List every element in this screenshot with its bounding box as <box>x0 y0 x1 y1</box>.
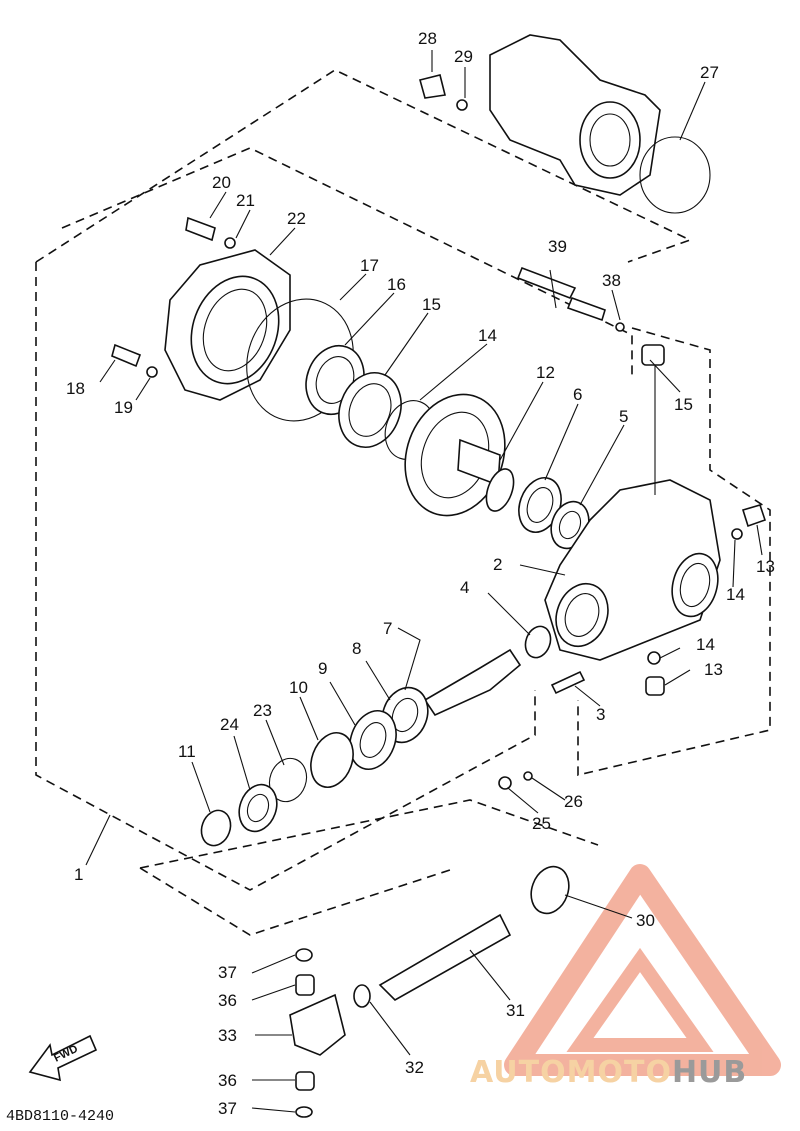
svg-text:AUTOMOTOHUB: AUTOMOTOHUB <box>470 1055 747 1090</box>
part-label-26: 24 <box>220 715 239 734</box>
assembly-boundary-lines <box>35 69 771 936</box>
part-label-19: 17 <box>360 256 379 275</box>
part-number-labels: 28 29 27 20 21 22 39 17 38 16 15 14 12 1… <box>66 29 775 1118</box>
part-label-34: 32 <box>405 1058 424 1077</box>
part-label-27: 25 <box>532 814 551 833</box>
part-label-12: 12 <box>536 363 555 382</box>
part-label-14a: 14 <box>726 585 745 604</box>
part-label-16: 14 <box>478 326 497 345</box>
part-label-30: 28 <box>418 29 437 48</box>
part-label-9: 9 <box>318 659 327 678</box>
part-label-2: 2 <box>493 555 502 574</box>
part-label-3: 3 <box>596 705 605 724</box>
watermark-text-hub: HUB <box>672 1055 747 1090</box>
leader-lines <box>85 50 763 1113</box>
bearing-and-seal-set <box>246 298 436 460</box>
part-label-10: 10 <box>289 678 308 697</box>
part-label-38: 38 <box>602 271 621 290</box>
fwd-direction-arrow: FWD <box>28 1034 98 1082</box>
drawing-code: 4BD8110-4240 <box>6 1108 114 1125</box>
watermark-logo <box>504 864 781 1076</box>
part-label-11: 11 <box>178 742 196 761</box>
part-label-13b: 13 <box>704 660 723 679</box>
part-label-18: 16 <box>387 275 406 294</box>
small-fittings <box>516 266 767 696</box>
part-label-4: 4 <box>460 578 469 597</box>
part-label-36a: 36 <box>218 991 237 1010</box>
part-label-37a: 37 <box>218 963 237 982</box>
part-label-17: 15 <box>422 295 441 314</box>
watermark-text: AUTOMOTOHUB <box>470 1055 747 1090</box>
part-label-31: 29 <box>454 47 473 66</box>
part-label-39: 39 <box>548 237 567 256</box>
part-label-37b: 37 <box>218 1099 237 1118</box>
part-label-29: 27 <box>700 63 719 82</box>
part-label-24: 22 <box>287 209 306 228</box>
part-label-21: 19 <box>114 398 133 417</box>
part-label-5: 5 <box>619 407 628 426</box>
part-label-32: 30 <box>636 911 655 930</box>
part-label-15: 15 <box>674 395 693 414</box>
part-label-22: 20 <box>212 173 231 192</box>
gear-case-cover <box>111 216 291 401</box>
part-label-8: 8 <box>352 639 361 658</box>
part-label-14b: 14 <box>696 635 715 654</box>
part-label-1: 1 <box>74 865 83 884</box>
final-gear-case <box>544 344 721 661</box>
part-label-20: 18 <box>66 379 85 398</box>
pinion-gear-assembly <box>200 625 586 847</box>
part-label-6: 6 <box>573 385 582 404</box>
part-label-33: 31 <box>506 1001 525 1020</box>
ring-gear <box>404 393 506 517</box>
drive-shaft-assembly <box>289 865 570 1118</box>
part-label-23: 21 <box>236 191 255 210</box>
watermark-text-auto: AUTOMOTO <box>470 1055 672 1090</box>
part-label-35: 33 <box>218 1026 237 1045</box>
part-label-28: 26 <box>564 792 583 811</box>
part-label-25: 23 <box>253 701 272 720</box>
part-label-7: 7 <box>383 619 392 638</box>
part-label-13a: 13 <box>756 557 775 576</box>
rear-housing-cover <box>419 34 711 214</box>
part-label-36b: 36 <box>218 1071 237 1090</box>
